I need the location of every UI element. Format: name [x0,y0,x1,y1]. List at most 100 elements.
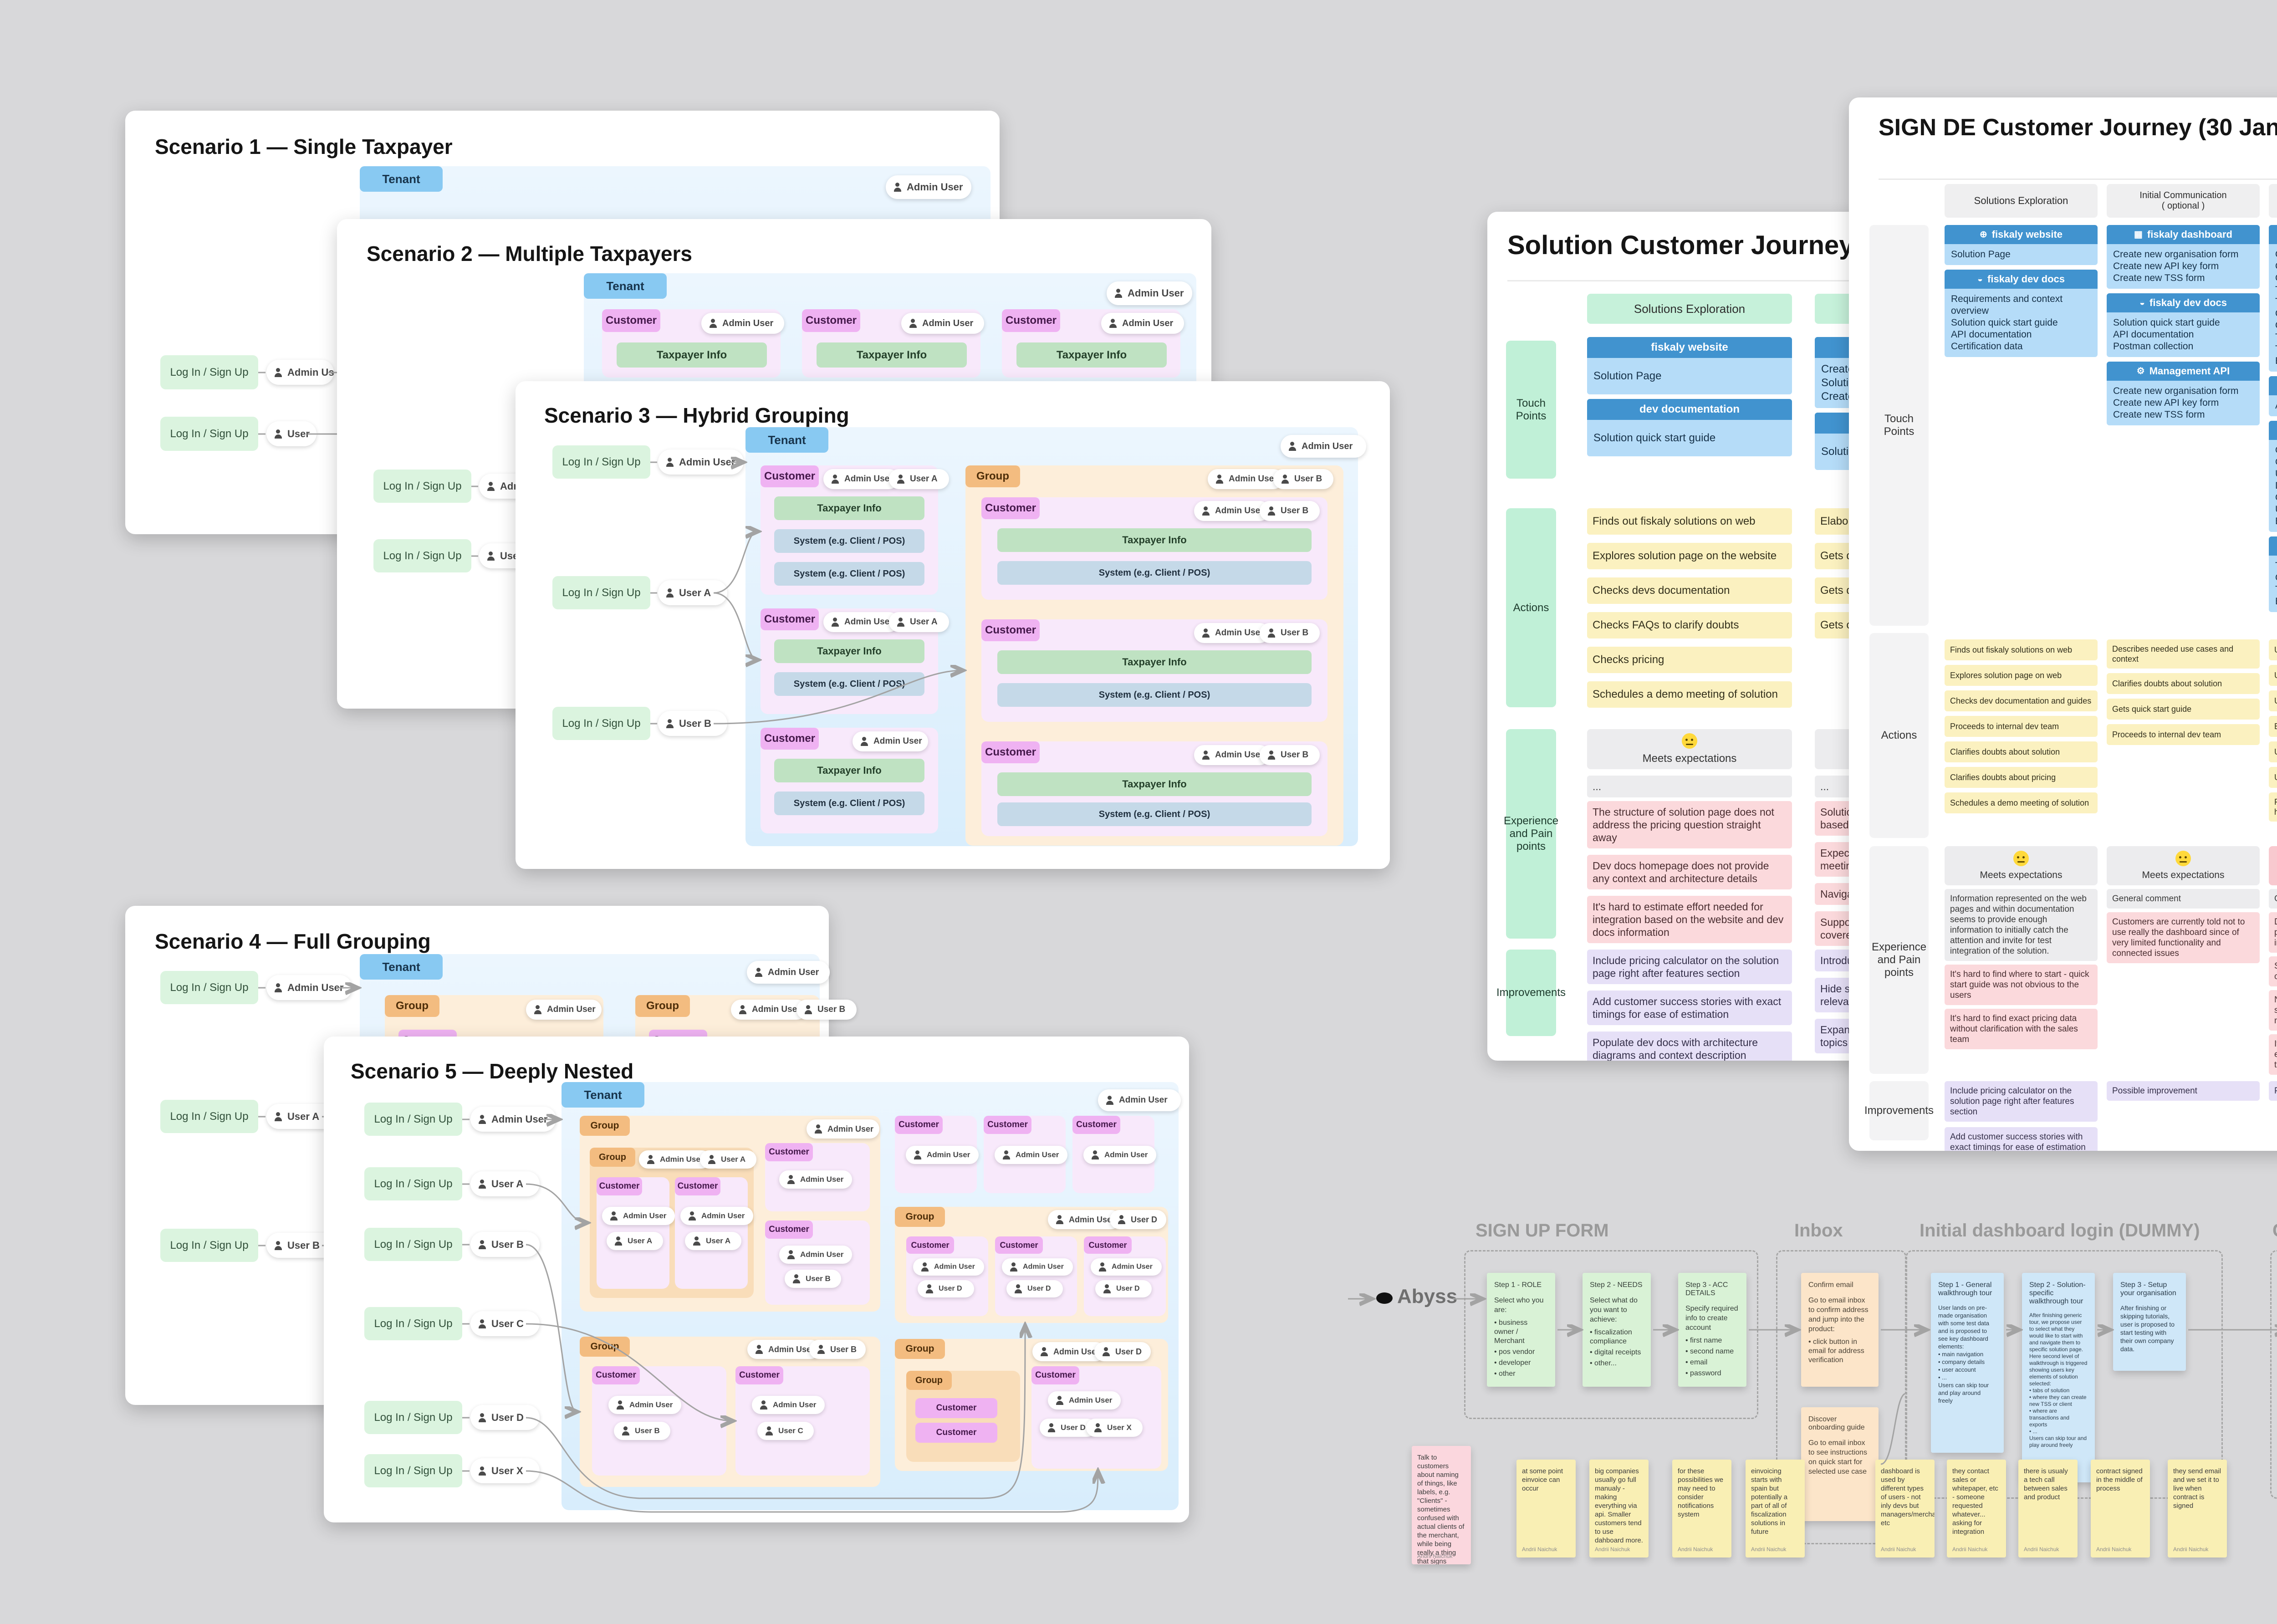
list-item[interactable]: Dev docs homepage does not provide any c… [1587,855,1792,889]
list-item[interactable]: Solution quick start guide [2113,317,2220,328]
list-item[interactable]: other... [1590,1359,1644,1368]
board-note[interactable]: dashboard is used by different types of … [1875,1460,1935,1558]
list-item[interactable]: Add customer success stories with exact … [1587,991,1792,1025]
list-item[interactable]: Checks FAQs to clarify doubts [1587,612,1792,638]
list-item[interactable]: Create new TSS form [2113,409,2205,420]
login-box[interactable]: Log In / Sign Up [160,355,258,389]
list-item[interactable]: API documentation [2275,400,2277,412]
pain-note[interactable]: ... [1587,776,1792,797]
list-item[interactable]: first name [1685,1336,1739,1345]
list-item[interactable]: Possible improvement [2107,1081,2260,1101]
login-box[interactable]: Log In / Sign Up [373,539,471,572]
list-item[interactable]: API documentation [2113,329,2194,340]
list-item[interactable]: Clarifies doubts about solution [2107,673,2260,694]
list-item[interactable]: Numbers in general monitoring section ha… [2269,990,2277,1031]
list-item[interactable]: digital receipts [1590,1348,1644,1357]
list-item[interactable]: password [1685,1369,1739,1378]
list-item[interactable]: Explores solution page on the website [1587,543,1792,569]
list-item[interactable]: Checks dev documentation and guides [1945,690,2098,711]
list-item[interactable]: It's hard to find where to start - quick… [1945,965,2098,1005]
list-item[interactable]: Uses Management API for updates [2269,767,2277,788]
login-box[interactable]: Log In / Sign Up [160,971,258,1004]
login-box[interactable]: Log In / Sign Up [552,576,650,609]
list-item[interactable]: Schedules a demo meeting of solution [1945,792,2098,813]
list-item[interactable]: pos vendor [1494,1348,1548,1357]
flow-group-signup[interactable] [1464,1250,1758,1419]
list-item[interactable]: Proceeds to internal dev team [1945,716,2098,737]
list-item[interactable]: Checks pricing [1587,647,1792,673]
list-item[interactable]: Transactions operations [2275,584,2277,596]
list-item[interactable]: Solution Page [1593,370,1662,382]
board-note[interactable]: Talk to customers about naming of things… [1412,1446,1471,1564]
list-item[interactable]: Billing address operations [2275,516,2277,527]
list-item[interactable]: second name [1685,1347,1739,1356]
login-box[interactable]: Log In / Sign Up [364,1307,462,1340]
list-item[interactable]: Include pricing calculator on the soluti… [1587,950,1792,984]
board-note[interactable]: for these possibilities we may need to c… [1672,1460,1731,1558]
list-item[interactable]: Schedules a demo meeting of solution [1587,681,1792,708]
list-item[interactable]: Create new API key form [2113,261,2219,271]
list-item[interactable]: Obtaining auth token [2275,444,2277,456]
list-item[interactable]: Finds out fiskaly solutions on web [1587,508,1792,535]
list-item[interactable]: User operations [2275,504,2277,516]
list-item[interactable]: other [1494,1369,1548,1379]
list-item[interactable]: It's hard to find exact pricing data wit… [1945,1009,2098,1049]
list-item[interactable]: Populate dev docs with architecture diag… [1587,1032,1792,1061]
list-item[interactable]: Explores Postman examples [2269,716,2277,737]
list-item[interactable]: Uses dashboard to get API key [2269,665,2277,686]
list-item[interactable]: Export operations [2275,596,2277,608]
list-item[interactable]: Create new organisation form [2113,249,2239,260]
list-item[interactable]: TSS operations [2275,560,2277,572]
list-item[interactable]: Solution quick start guide [1593,432,1716,444]
list-item[interactable]: Update organisation [2275,468,2277,480]
list-item[interactable]: Transactions list page [2275,332,2277,343]
list-item[interactable]: Information represented on the web pages… [1945,889,2098,961]
list-item[interactable]: Add customer success stories with exact … [1945,1127,2098,1151]
login-box[interactable]: Log In / Sign Up [160,417,258,451]
list-item[interactable]: General comment [2107,889,2260,909]
list-item[interactable]: Uses Sign DE API for operations [2269,741,2277,762]
list-item[interactable]: Create new API key [2275,492,2277,504]
list-item[interactable]: Create new TSS form [2275,272,2277,284]
list-item[interactable]: The structure of solution page does not … [1587,801,1792,848]
list-item[interactable]: Create new API key form [2113,398,2219,408]
list-item[interactable]: General comment [2269,889,2277,909]
list-item[interactable]: Delete organisation [2275,480,2277,492]
list-item[interactable]: Possible improvement [2269,1081,2277,1101]
board-note[interactable]: there is usualy a tech call between sale… [2018,1460,2078,1558]
scenario-3-panel[interactable]: Scenario 3 — Hybrid Grouping Tenant Admi… [516,381,1390,869]
board-note[interactable]: big companies usually go full manualy - … [1589,1460,1649,1558]
list-item[interactable]: It's hard to estimate effort needed for … [1587,896,1792,943]
login-box[interactable]: Log In / Sign Up [160,1100,258,1133]
list-item[interactable]: Requirements and context overview [1951,294,2063,316]
list-item[interactable]: Clients list page [2275,308,2277,320]
list-item[interactable]: API documentation [1951,329,2032,340]
list-item[interactable]: Postman collection [2113,341,2194,352]
list-item[interactable]: Uses dev portal and docs for setup [2269,690,2277,711]
list-item[interactable]: Solution quick start guide [1951,317,2058,328]
list-item[interactable]: Customers are currently told not to use … [2107,912,2260,963]
list-item[interactable]: click button in email for address verifi… [1808,1338,1871,1365]
login-box[interactable]: Log In / Sign Up [373,470,471,503]
list-item[interactable]: Create new organisation form [2113,386,2239,396]
list-item[interactable]: Create organisation [2275,456,2277,468]
list-item[interactable]: Proceeds to internal dev team [2107,724,2260,745]
list-item[interactable]: Explores solution page on web [1945,665,2098,686]
list-item[interactable]: Transaction details page [2275,343,2277,355]
list-item[interactable]: Checks devs documentation [1587,577,1792,604]
board-note[interactable]: they contact sales or whitepaper, etc - … [1947,1460,2006,1558]
list-item[interactable]: Search does not work properly with curre… [2269,956,2277,986]
list-item[interactable]: Solution Page [1951,249,2011,260]
list-item[interactable]: Clarifies doubts about pricing [1945,767,2098,788]
list-item[interactable]: Reaches out to product education for hel… [2269,792,2277,822]
list-item[interactable]: Uses dashboard to create organisation [2269,639,2277,660]
login-box[interactable]: Log In / Sign Up [552,445,650,479]
list-item[interactable]: Gets quick start guide [2107,699,2260,720]
login-box[interactable]: Log In / Sign Up [364,1228,462,1261]
login-box[interactable]: Log In / Sign Up [552,707,650,740]
sign-de-journey-panel[interactable]: SIGN DE Customer Journey (30 Jan 2024) S… [1849,97,2277,1151]
